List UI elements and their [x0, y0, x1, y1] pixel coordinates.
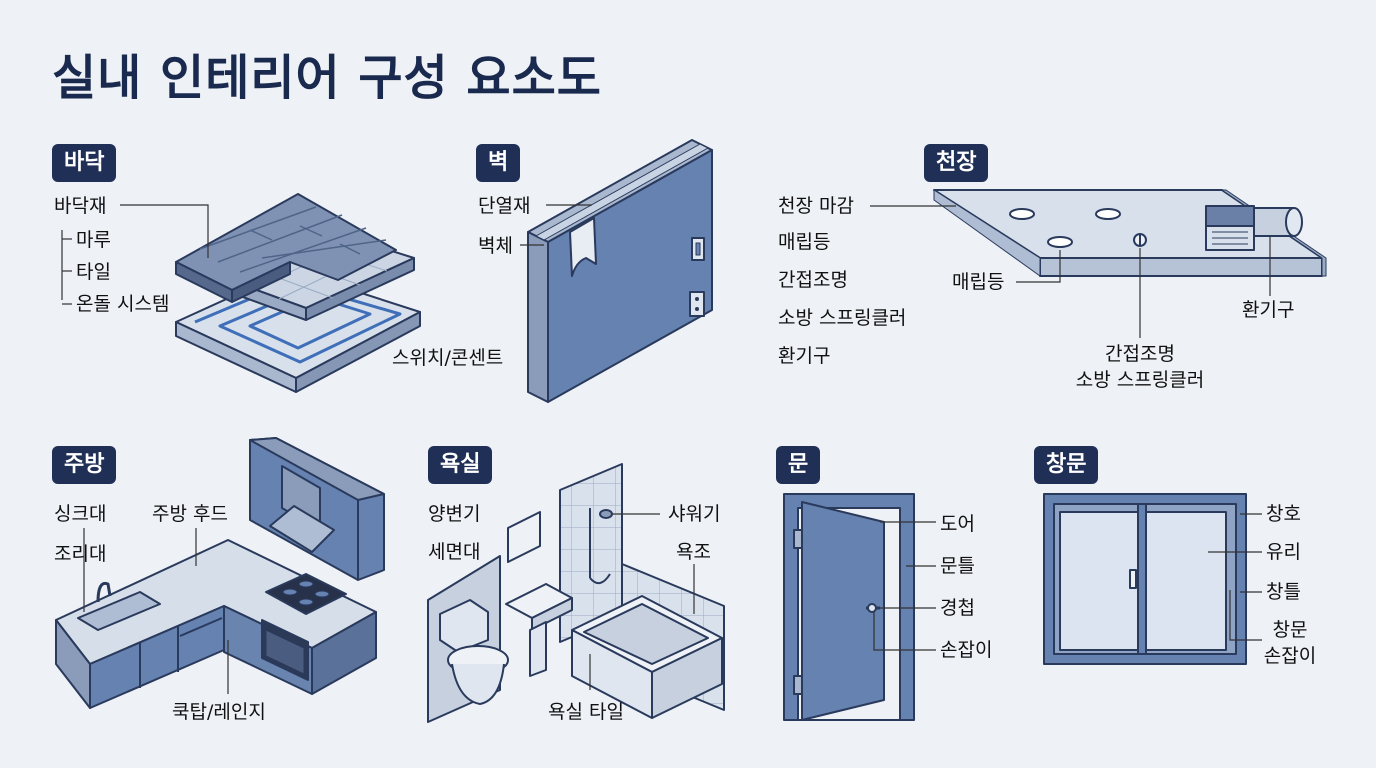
label-bath-tile: 욕실 타일 [548, 701, 624, 723]
window-illustration [1043, 493, 1247, 665]
section-badge-wall: 벽 [476, 144, 521, 182]
page-title: 실내 인테리어 구성 요소도 [52, 50, 602, 106]
label-switch-outlet: 스위치/콘센트 [392, 347, 504, 369]
label-shower: 샤워기 [668, 503, 721, 525]
window-leaders [1208, 513, 1262, 641]
label-vent: 환기구 [1242, 299, 1295, 321]
label-flooring: 바닥재 [54, 195, 107, 217]
label-insulation: 단열재 [478, 195, 531, 217]
ceiling-list-item: 매립등 [778, 231, 831, 253]
section-badge-ceiling: 천장 [924, 144, 989, 182]
section-badge-bath: 욕실 [428, 446, 493, 484]
section-badge-kitchen: 주방 [52, 446, 117, 484]
label-ondol: 온돌 시스템 [76, 293, 170, 315]
section-badge-window: 창문 [1034, 446, 1099, 484]
ceiling-illustration [933, 189, 1327, 277]
wall-illustration [527, 139, 713, 403]
bath-illustration [427, 463, 725, 723]
floor-illustration [175, 193, 421, 393]
label-bathtub: 욕조 [676, 541, 711, 563]
ceiling-list-item: 소방 스프링클러 [778, 307, 907, 329]
label-toilet: 양변기 [428, 503, 481, 525]
label-basin: 세면대 [428, 541, 481, 563]
ceiling-leaders [870, 205, 1271, 338]
label-door: 도어 [940, 513, 975, 535]
label-indirect-light: 간접조명 [1105, 343, 1175, 365]
label-downlight: 매립등 [952, 271, 1005, 293]
label-glass: 유리 [1266, 541, 1301, 563]
wall-leaders [520, 204, 592, 246]
label-window-frame: 창틀 [1266, 581, 1301, 603]
label-wall-body: 벽체 [478, 235, 513, 257]
label-door-handle: 손잡이 [940, 639, 993, 661]
ceiling-list-item: 환기구 [778, 345, 831, 367]
section-badge-door: 문 [776, 446, 821, 484]
label-sink: 싱크대 [54, 503, 107, 525]
door-illustration [783, 493, 915, 721]
floor-leaders [61, 204, 209, 305]
label-hinge: 경첩 [940, 597, 975, 619]
label-window-handle-line1: 창문 [1272, 619, 1308, 641]
label-sprinkler: 소방 스프링클러 [1075, 369, 1205, 391]
kitchen-leaders [83, 528, 229, 694]
label-tile: 타일 [76, 261, 111, 283]
label-wood-floor: 마루 [76, 229, 111, 251]
ceiling-list-item: 간접조명 [778, 269, 848, 291]
label-counter: 조리대 [54, 543, 107, 565]
label-cooktop: 쿡탑/레인지 [172, 701, 266, 723]
label-hood: 주방 후드 [152, 503, 228, 525]
door-leaders [873, 521, 936, 651]
label-sash: 창호 [1266, 503, 1301, 525]
bath-leaders [589, 513, 695, 690]
ceiling-list-item: 천장 마감 [778, 195, 854, 217]
section-badge-floor: 바닥 [52, 144, 117, 182]
label-window-handle-line2: 손잡이 [1263, 645, 1317, 667]
label-door-frame: 문틀 [940, 555, 975, 577]
kitchen-illustration [55, 437, 385, 709]
